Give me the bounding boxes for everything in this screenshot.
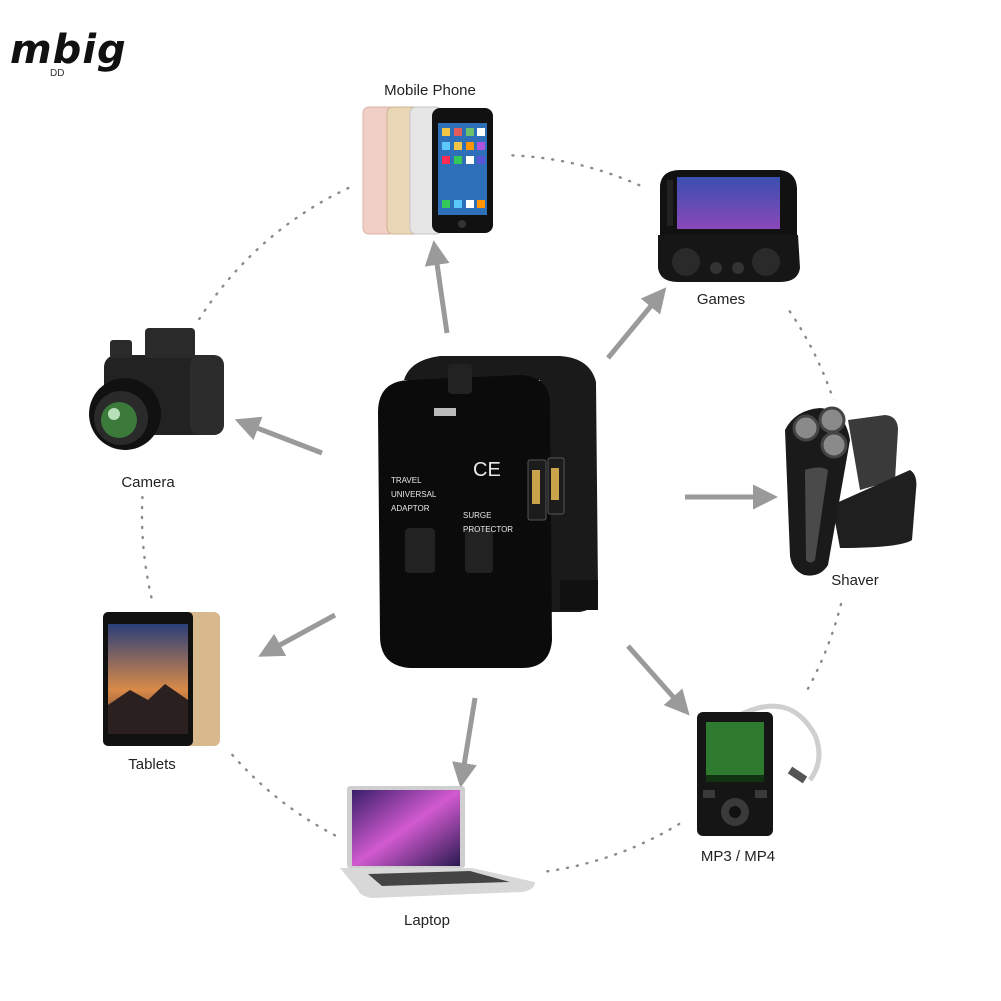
logo-text: mbig (10, 27, 127, 73)
laptop-image (340, 786, 535, 898)
label-mobile-phone: Mobile Phone (384, 82, 476, 99)
label-tablets: Tablets (128, 756, 176, 773)
adapter-label-universal: UNIVERSAL (391, 490, 437, 499)
tablet-image (103, 612, 220, 746)
label-mp3-mp4: MP3 / MP4 (700, 848, 776, 865)
adapter-label-protector: PROTECTOR (463, 525, 513, 534)
adapter-label-travel: TRAVEL (391, 476, 422, 485)
label-games: Games (696, 291, 746, 308)
adapter-label-surge: SURGE (463, 511, 491, 520)
camera-image (89, 328, 224, 450)
label-camera: Camera (121, 474, 175, 491)
travel-adapter: TRAVEL UNIVERSAL ADAPTOR SURGE PROTECTOR… (378, 356, 598, 668)
mobile-phone-image (362, 106, 493, 235)
mp3-player-image (697, 703, 822, 836)
logo-subtext: DD (50, 68, 65, 79)
adapter-label-adaptor: ADAPTOR (391, 504, 430, 513)
brand-logo: mbig (10, 30, 127, 70)
ce-mark: CE (473, 459, 501, 481)
shaver-image (785, 406, 917, 576)
games-console-image (658, 170, 800, 282)
label-shaver: Shaver (831, 572, 879, 589)
label-laptop: Laptop (404, 912, 450, 929)
arrows (234, 240, 778, 788)
